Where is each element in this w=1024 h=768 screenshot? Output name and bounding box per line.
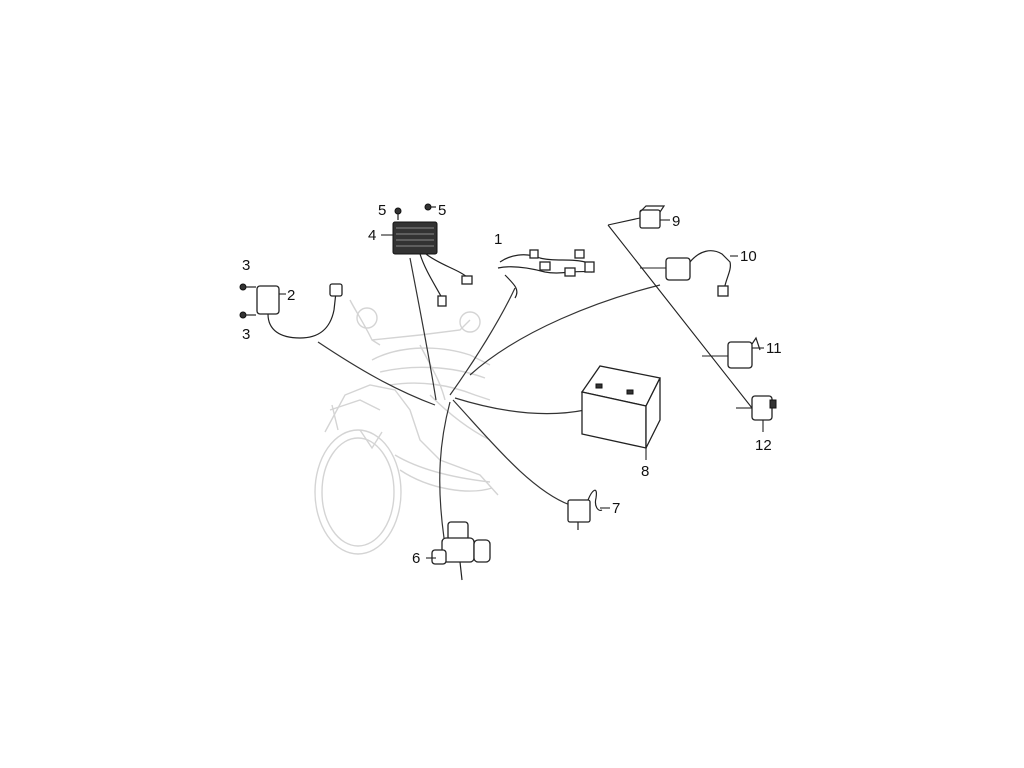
bolt-part-left (394, 207, 402, 220)
starter-relay-part (567, 489, 610, 530)
callout-12: 12 (755, 437, 772, 454)
callout-3-top: 3 (242, 257, 250, 274)
bolt-part-right (424, 203, 436, 211)
relay-part-10 (665, 250, 738, 297)
wire-harness-part (497, 249, 595, 299)
callout-3-bottom: 3 (242, 326, 250, 343)
relay-9-leader (607, 217, 641, 226)
screw-part-top (239, 283, 256, 291)
relay-group-leader (607, 224, 753, 409)
callout-10: 10 (740, 248, 757, 265)
callout-6: 6 (412, 550, 420, 567)
callout-1: 1 (494, 231, 502, 248)
relay-part-9 (639, 205, 670, 229)
callout-7: 7 (612, 500, 620, 517)
motorcycle-silhouette (314, 299, 499, 555)
screw-part-bottom (239, 311, 256, 319)
callout-5-left: 5 (378, 202, 386, 219)
battery-part (580, 365, 661, 460)
relay-part-12 (751, 395, 777, 432)
callout-8: 8 (641, 463, 649, 480)
wiring-leaders (317, 257, 661, 539)
regulator-rectifier-part (381, 221, 473, 307)
callout-labels: 1 2 3 3 4 5 5 6 7 8 9 10 11 12 (242, 202, 782, 567)
ignition-coil-part (256, 283, 343, 339)
callout-2: 2 (287, 287, 295, 304)
callout-5-right: 5 (438, 202, 446, 219)
callout-9: 9 (672, 213, 680, 230)
callout-11: 11 (766, 340, 782, 357)
callout-4: 4 (368, 227, 376, 244)
relay-part-11 (727, 336, 764, 369)
ignition-switch-part (426, 521, 491, 581)
